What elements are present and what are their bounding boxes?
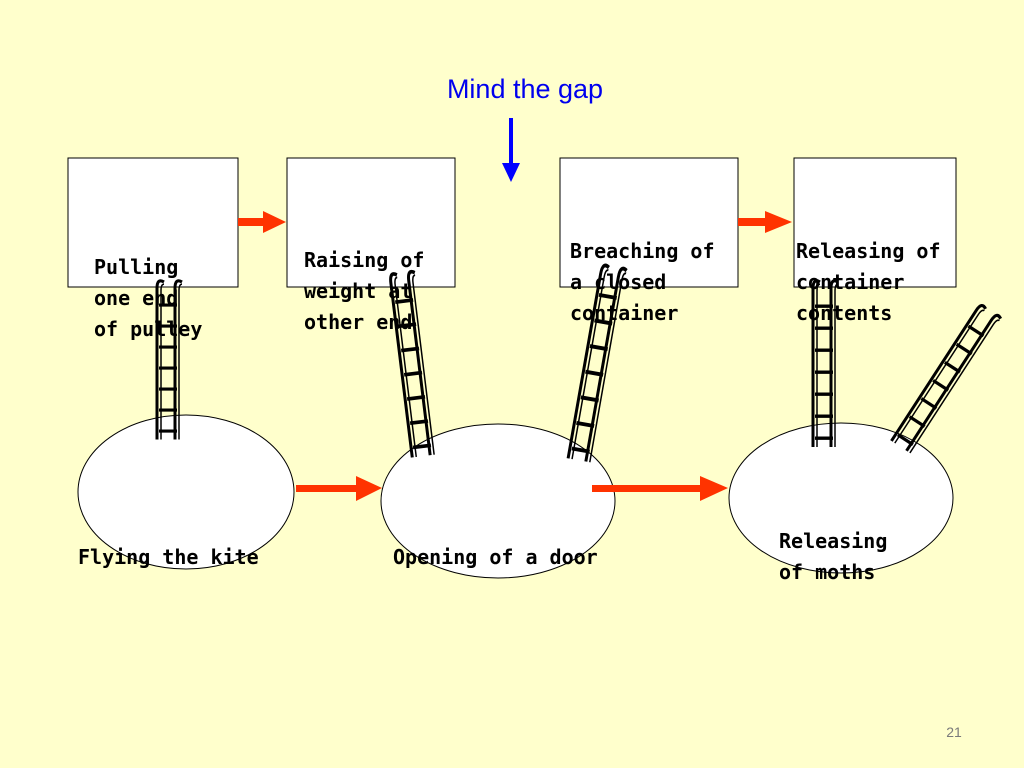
oval-door bbox=[380, 423, 616, 579]
oval-kite bbox=[77, 414, 295, 570]
flow-arrow-icon bbox=[238, 211, 286, 233]
flow-arrow-icon bbox=[592, 476, 728, 501]
oval-text-door: Opening of a door bbox=[393, 545, 598, 569]
slide-title: Mind the gap bbox=[446, 74, 604, 104]
page-number: 21 bbox=[946, 724, 962, 740]
box-releasing-contents bbox=[793, 157, 957, 288]
gap-arrow-icon bbox=[502, 118, 520, 182]
flow-arrow-icon bbox=[296, 476, 382, 501]
flow-arrow-icon bbox=[738, 211, 792, 233]
box-breaching bbox=[559, 157, 739, 288]
box-pulling bbox=[67, 157, 239, 288]
box-raising bbox=[286, 157, 456, 288]
oval-text-kite: Flying the kite bbox=[78, 545, 259, 569]
oval-moths bbox=[728, 422, 954, 574]
